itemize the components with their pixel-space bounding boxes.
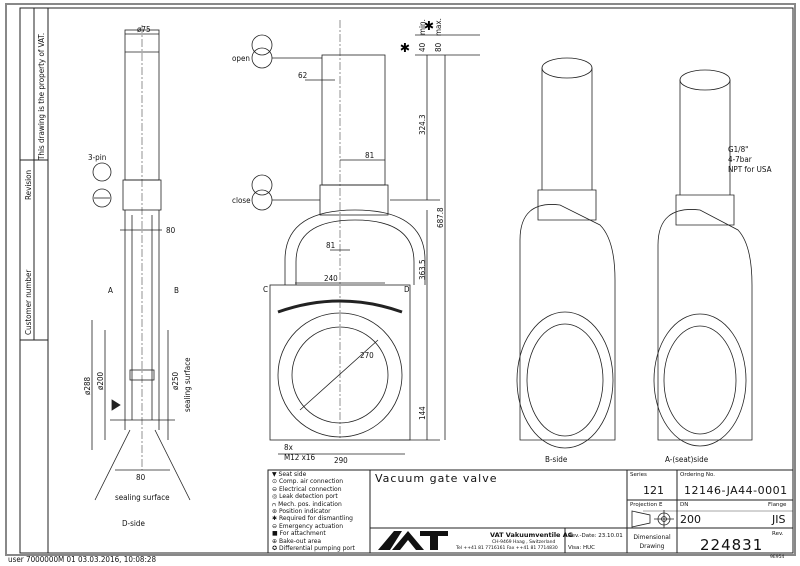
visa: Visa: HUC [568,545,596,551]
dismantling-icon: ✱ [272,515,278,523]
legend-item: ✱ Required for dismantling [272,515,353,523]
rev-date: Rev.-Date: 23.10.01 [568,533,623,539]
dim-min: min. [418,19,427,35]
legend-item: ■ For attachment [272,530,326,538]
property-note: This drawing is the property of VAT. [37,33,46,161]
rev-label: Rev. [772,531,784,537]
dim-324: 324.3 [418,114,427,135]
mech-pos-icon: ⩀ [272,500,277,508]
dim-40: 40 [418,42,427,52]
dim-687: 687.8 [436,207,445,228]
a-side-caption: A-(seat)side [665,455,709,464]
dim-80-max: 80 [434,42,443,52]
projection-symbol [631,510,674,528]
side-view [91,25,191,501]
footer-user: user 7000000M 01 03.03.2016, 10:08:28 [8,555,156,564]
ordering-label: Ordering No. [680,472,716,478]
customer-number-label: Customer number [24,270,33,335]
flange-value: JIS [772,513,786,526]
legend-item: ⊙ Comp. air connection [272,478,344,486]
doc-type: Dimensional Drawing [633,534,671,550]
sealing-vertical: sealing surface [183,357,192,412]
dn-label: DN [680,502,689,508]
dn-value: 200 [680,513,701,526]
label-b: B [174,286,179,295]
dim-d200: ø200 [96,371,105,390]
dim-d250: ø250 [171,371,180,390]
series-label: Series [630,472,647,478]
company-name: VAT Vakuumventile AG [490,531,574,539]
b-side-caption: B-side [545,455,568,464]
air-note-2: 4-7bar [728,155,752,164]
dim-d75: ø75 [137,25,151,34]
seat-side-icon: ▼ [272,471,277,478]
series-value: 121 [643,484,664,497]
dim-363: 363.5 [418,259,427,280]
label-c: C [263,285,268,294]
legend-item: ⊖ Emergency actuation [272,522,344,530]
company-address: CH-9469 Haag , Switzerland [492,540,556,545]
iso-view-a [653,69,753,447]
connector-label: 3-pin [88,153,106,162]
dismantling-icon: ✱ [424,15,434,34]
open-label: open [232,54,250,63]
air-note-1: G1/8" [728,145,748,154]
comp-air-icon: ⊙ [272,478,278,486]
close-label: close [232,196,251,205]
attachment-icon: ■ [272,530,278,538]
iso-view-b [516,57,616,449]
legend-item: ▼ Seat side [272,471,307,478]
ordering-number: 12146-JA44-0001 [684,484,788,497]
dim-270: 270 [360,351,374,360]
dim-d288: ø288 [83,376,92,395]
legend-item: ⊛ Position indicator [272,508,331,516]
drawing-number: 224831 [700,536,764,554]
sealing-bottom: sealing surface [115,493,170,502]
bolts-count: 8x [284,443,294,452]
company-phone: Tel ++41 81 7716161 Fax ++41 81 7714830 [456,546,558,551]
legend-item: ◎ Leak detection port [272,493,338,501]
leak-detection-icon: ◎ [272,493,278,501]
dim-290: 290 [334,456,348,465]
legend-item: ⩀ Mech. pos. indication [272,500,342,508]
dim-81-bonnet: 81 [326,241,335,250]
dim-max: max. [434,18,443,36]
dim-80-side: 80 [166,226,176,235]
bolts-thread: M12 x16 [284,453,315,462]
position-indicator-icon: ⊛ [272,508,278,516]
dim-80-bottom: 80 [136,473,146,482]
flange-label: Flange [768,502,787,508]
legend-item: ⊕ Bake-out area [272,537,322,545]
front-view [251,20,480,455]
legend-item: ⊖ Electrical connection [272,485,342,493]
air-note-3: NPT for USA [728,165,772,174]
dim-240: 240 [324,274,338,283]
revision-label: Revision [24,170,33,200]
legend: ▼ Seat side ⊙ Comp. air connection ⊖ Ele… [272,471,355,552]
drawing-title: Vacuum gate valve [375,472,498,485]
vat-logo [378,531,448,550]
dim-144: 144 [418,406,427,420]
corner-code: 9E954 [770,555,785,560]
title-block-grid [267,469,794,554]
legend-item: ✪ Differential pumping port [272,545,355,553]
dim-62: 62 [298,71,307,80]
dismantling-icon: ✱ [400,37,410,56]
label-a: A [108,286,113,295]
d-side-caption: D-side [122,519,145,528]
label-d: D [404,285,410,294]
diff-pumping-icon: ✪ [272,545,278,553]
emergency-icon: ⊖ [272,522,278,530]
electrical-icon: ⊖ [272,485,278,493]
bake-out-icon: ⊕ [272,537,278,545]
projection-label: Projection E [630,502,663,508]
dim-81-top: 81 [365,151,374,160]
